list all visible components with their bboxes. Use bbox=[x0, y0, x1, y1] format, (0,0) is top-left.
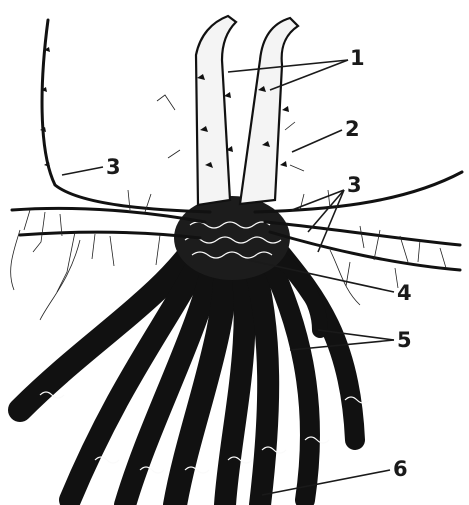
aerial-shoots bbox=[40, 16, 298, 205]
thick-roots bbox=[20, 240, 369, 505]
label-5: 5 bbox=[397, 328, 412, 352]
leader-6 bbox=[262, 470, 390, 495]
label-1: 1 bbox=[350, 46, 365, 70]
label-3-right: 3 bbox=[347, 173, 362, 197]
leader-2 bbox=[292, 130, 342, 152]
label-6: 6 bbox=[393, 457, 408, 481]
label-3-left: 3 bbox=[106, 155, 121, 179]
leader-3a bbox=[62, 167, 103, 175]
leader-1a bbox=[228, 60, 348, 72]
label-2: 2 bbox=[345, 117, 360, 141]
label-4: 4 bbox=[397, 281, 412, 305]
